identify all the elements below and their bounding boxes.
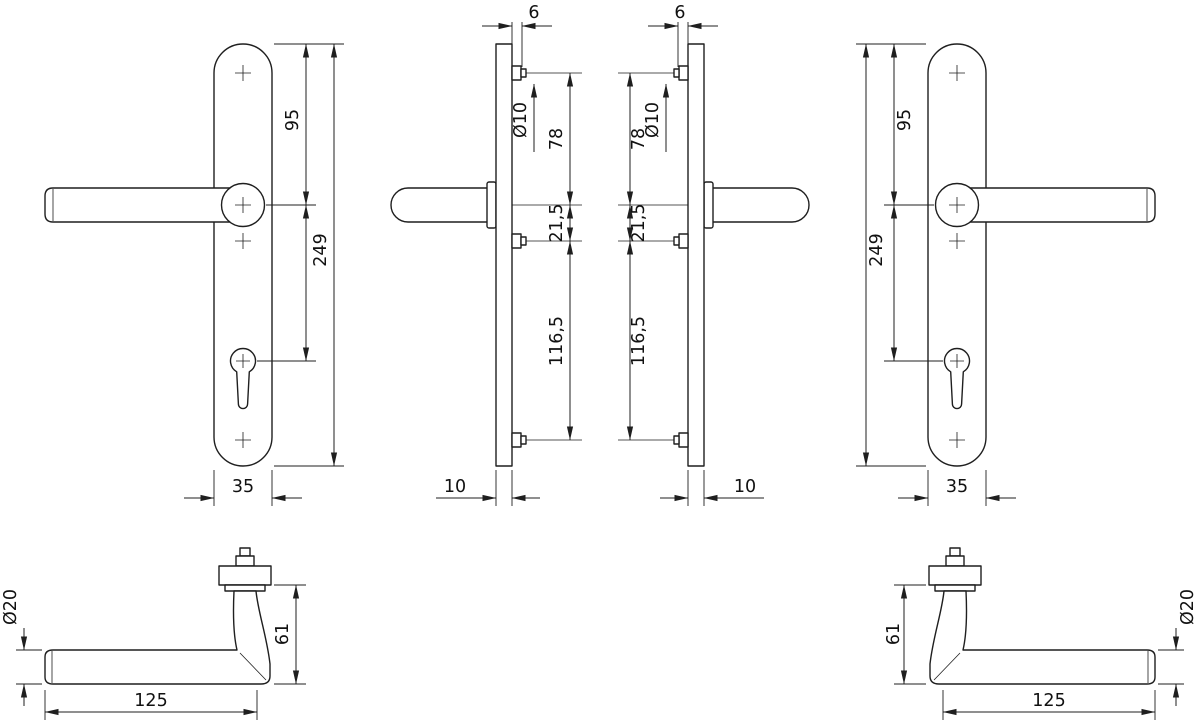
lever-grip-outline [44,590,271,685]
backplate-outline [213,43,273,467]
lever-detail-view [16,547,306,720]
rose-collar [218,565,272,586]
dim-label-dia20: Ø20 [1,589,21,625]
dim-label-125: 125 [134,691,167,711]
dim-label-78: 78 [547,128,567,150]
dim-label-35: 35 [232,477,254,497]
dim-label-95: 95 [283,109,303,131]
screw-tip [520,435,527,445]
lever-handle [44,187,237,223]
dim-label-dia20: Ø20 [1178,589,1198,625]
backplate-side-view [390,22,582,506]
screw-body [511,233,522,249]
collar-band [224,584,266,592]
spindle-nub [235,555,255,567]
spindle-nub-top [239,547,251,557]
screw-body [511,432,522,448]
dim-label-61: 61 [884,623,904,645]
dim-label-dia10: Ø10 [643,102,663,138]
dim-label-21-5: 21,5 [547,204,567,243]
dim-label-249: 249 [311,233,331,266]
rose-side [486,181,497,229]
dim-label-10: 10 [734,477,756,497]
dim-label-249: 249 [867,233,887,266]
dim-label-21-5: 21,5 [629,204,649,243]
screw-tip [520,68,527,78]
center-cross-marks [235,65,251,448]
dim-label-35: 35 [946,477,968,497]
lever-handle-side [390,187,489,223]
dim-label-125: 125 [1032,691,1065,711]
dim-label-116-5: 116,5 [629,316,649,366]
dim-label-6: 6 [528,3,539,23]
extension-lines [495,22,523,506]
dim-label-95: 95 [895,109,915,131]
screw-tip [520,236,527,246]
center-lines [465,72,582,441]
dim-label-6: 6 [674,3,685,23]
backplate-side-view-mirrored [618,22,809,506]
dim-label-78: 78 [629,128,649,150]
backplate-side-outline [495,43,513,467]
dim-label-10: 10 [444,477,466,497]
euro-cylinder-hole [229,347,257,410]
miter-seam-line [239,652,267,681]
backplate-front-view [44,43,344,506]
dim-label-116-5: 116,5 [547,316,567,366]
fixing-screws [511,65,527,448]
extension-lines [16,584,306,720]
dim-label-61: 61 [273,623,293,645]
dim-label-dia10: Ø10 [511,102,531,138]
screw-body [511,65,522,81]
